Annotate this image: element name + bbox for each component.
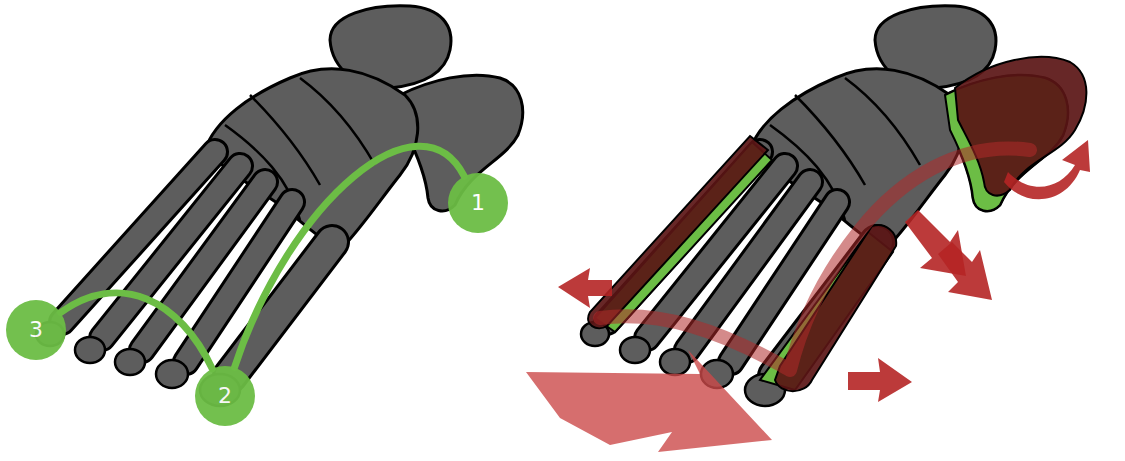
rotation-arrow xyxy=(1004,140,1090,199)
arrow-right xyxy=(848,358,912,402)
arch-line xyxy=(234,146,464,367)
load-arrow xyxy=(526,350,772,452)
shifted-bones-red xyxy=(588,57,1086,391)
callout-number: 2 xyxy=(218,385,232,407)
arrow-down-right xyxy=(938,242,992,300)
arch-arc xyxy=(600,148,1030,370)
callout-circle: 2 xyxy=(195,366,255,426)
callout-number: 3 xyxy=(29,319,43,341)
red-metatarsal xyxy=(588,136,768,328)
foot-left xyxy=(36,6,523,406)
callout-circle: 3 xyxy=(6,300,66,360)
arrow-left xyxy=(558,268,612,308)
callout-circle: 1 xyxy=(448,173,508,233)
arch-line xyxy=(60,293,212,369)
callout-number: 1 xyxy=(471,192,485,214)
red-heel xyxy=(955,57,1086,196)
force-arrows xyxy=(558,140,1090,402)
